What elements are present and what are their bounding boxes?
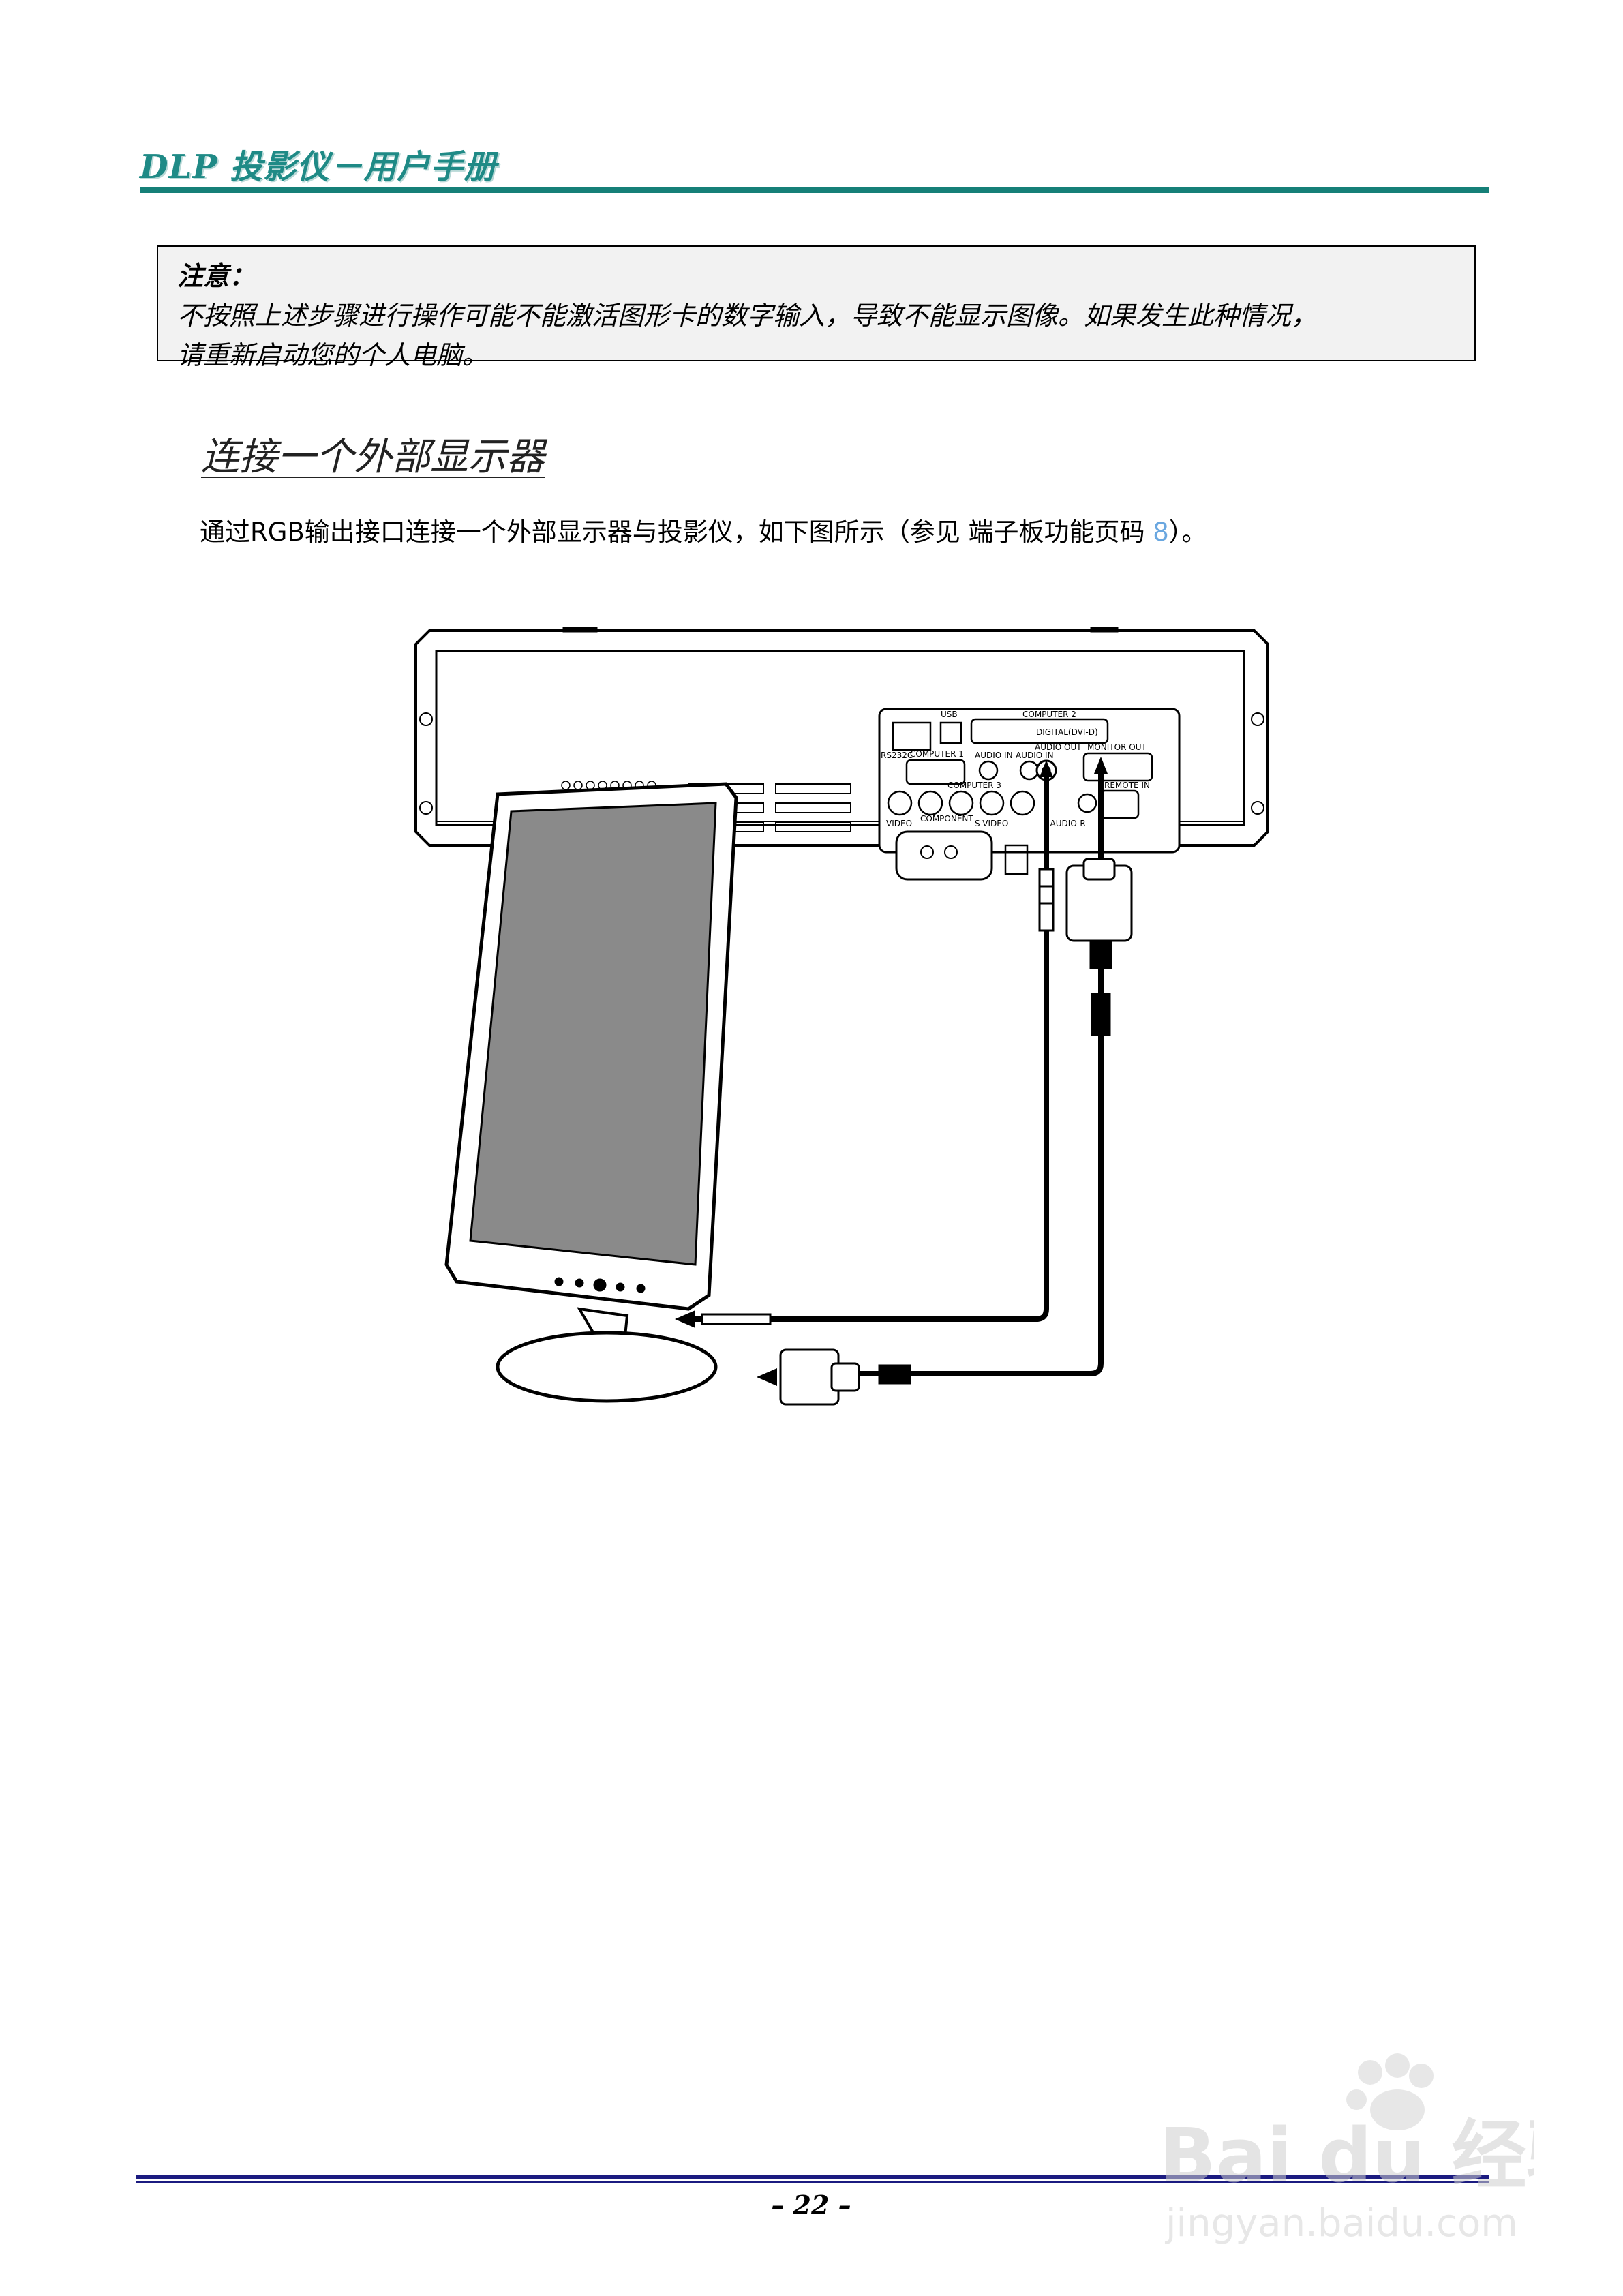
label-video: VIDEO bbox=[886, 819, 912, 828]
cables bbox=[695, 774, 1104, 1376]
power-socket bbox=[920, 845, 958, 859]
vga-plug-monitor bbox=[757, 1348, 911, 1406]
io-panel-labels: COMPUTER 2 USB DIGITAL(DVI-D) COMPUTER 1… bbox=[881, 710, 1150, 828]
label-computer2: COMPUTER 2 bbox=[1022, 710, 1076, 719]
header-divider bbox=[140, 187, 1489, 193]
connection-diagram: COMPUTER 2 USB DIGITAL(DVI-D) COMPUTER 1… bbox=[414, 627, 1269, 1406]
label-computer1: COMPUTER 1 bbox=[910, 749, 964, 759]
note-title: 注意： bbox=[177, 261, 256, 291]
audio-plug bbox=[1038, 868, 1055, 932]
connection-arrows bbox=[1040, 757, 1108, 777]
external-monitor bbox=[444, 782, 738, 1403]
label-computer3: COMPUTER 3 bbox=[947, 781, 1001, 790]
section-title: 连接一个外部显示器 bbox=[201, 435, 545, 479]
label-s-video: S-VIDEO bbox=[975, 819, 1008, 828]
label-component: COMPONENT bbox=[920, 814, 973, 824]
label-digital-dvi: DIGITAL(DVI-D) bbox=[1036, 727, 1098, 737]
section-body-text-end: ）。 bbox=[1168, 517, 1207, 547]
label-audio-out: AUDIO OUT bbox=[1035, 742, 1082, 752]
note-box: 注意： 不按照上述步骤进行操作可能不能激活图形卡的数字输入，导致不能显示图像。如… bbox=[157, 245, 1476, 370]
page-reference-link[interactable]: 8 bbox=[1153, 517, 1169, 547]
footer-divider bbox=[136, 2175, 1489, 2179]
audio-plug-monitor bbox=[675, 1310, 772, 1328]
note-text-line-1: 不按照上述步骤进行操作可能不能激活图形卡的数字输入，导致不能显示图像。如果发生此… bbox=[177, 301, 1318, 331]
watermark-url: jingyan.baidu.com bbox=[1164, 2201, 1518, 2246]
baidu-watermark: Bai du 经验 jingyan.baidu.com bbox=[1159, 2053, 1534, 2246]
io-terminal-panel bbox=[878, 708, 1181, 881]
label-rs232c: RS232C bbox=[881, 751, 913, 760]
watermark-brand: Bai du 经验 bbox=[1159, 2112, 1534, 2199]
vga-plug-projector bbox=[1065, 858, 1133, 1036]
label-usb: USB bbox=[941, 710, 958, 719]
label-audio-in-1: AUDIO IN bbox=[975, 751, 1013, 760]
label-audio-in-2: AUDIO IN bbox=[1016, 751, 1054, 760]
section-body: 通过RGB输出接口连接一个外部显示器与投影仪，如下图所示（参见 端子板功能页码 … bbox=[200, 511, 1207, 548]
document-header-title: DLP 投影仪－用户手册 bbox=[140, 148, 498, 186]
footer-divider-thin bbox=[136, 2181, 1489, 2183]
label-audio-lr: L-AUDIO-R bbox=[1043, 819, 1086, 828]
section-body-text: 通过RGB输出接口连接一个外部显示器与投影仪，如下图所示（参见 端子板功能页码 bbox=[200, 517, 1153, 547]
paw-icon bbox=[1346, 2053, 1434, 2130]
label-remote-in: REMOTE IN bbox=[1104, 781, 1150, 790]
note-text-line-2: 请重新启动您的个人电脑。 bbox=[177, 340, 489, 370]
page-number: – 22 – bbox=[771, 2190, 851, 2220]
label-monitor-out: MONITOR OUT bbox=[1087, 742, 1147, 752]
